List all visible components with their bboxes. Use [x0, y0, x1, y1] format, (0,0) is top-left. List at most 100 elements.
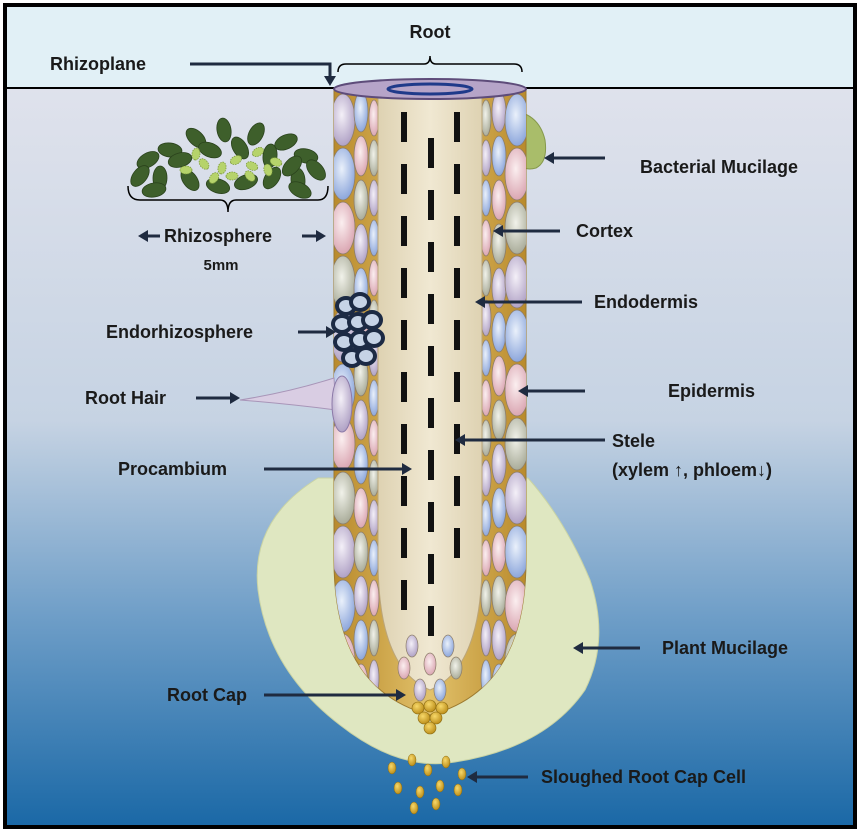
root-cap-cell	[434, 679, 446, 701]
root-cap-cell	[450, 657, 462, 679]
label-rhizosphere: Rhizosphere	[164, 226, 272, 246]
sloughed-cell	[442, 756, 450, 768]
root-cap-ball	[424, 700, 436, 712]
stele-dash	[454, 372, 460, 402]
cortex-cell	[354, 136, 368, 176]
cortex-cell	[354, 620, 368, 660]
sloughed-cell	[416, 786, 424, 798]
stele-dash	[454, 164, 460, 194]
cortex-cell	[492, 356, 506, 396]
stele-dash	[454, 268, 460, 298]
stele-dash	[454, 320, 460, 350]
cortex-cell	[354, 224, 368, 264]
label-endorhizosphere: Endorhizosphere	[106, 322, 253, 342]
stele-dash	[428, 190, 434, 220]
sloughed-cell	[432, 798, 440, 810]
sky-band	[5, 5, 855, 88]
endorhizosphere-cell	[351, 294, 369, 310]
cortex-cell	[354, 92, 368, 132]
stele-dash	[428, 346, 434, 376]
stele-dash	[454, 112, 460, 142]
sloughed-cell	[408, 754, 416, 766]
cortex-cell	[492, 488, 506, 528]
cortex-cell	[505, 148, 529, 200]
stele-dash	[401, 164, 407, 194]
label-root-hair: Root Hair	[85, 388, 166, 408]
endorhizosphere-cell	[357, 348, 375, 364]
stele-dash	[454, 476, 460, 506]
stele-dash	[401, 476, 407, 506]
stele-dash	[401, 112, 407, 142]
cortex-cell	[331, 526, 355, 578]
cortex-cell	[505, 202, 529, 254]
cortex-cell	[505, 526, 529, 578]
stele-dash	[401, 528, 407, 558]
label-cortex: Cortex	[576, 221, 633, 241]
cortex-cell	[354, 400, 368, 440]
stele-dash	[428, 502, 434, 532]
root-cap-ball	[424, 722, 436, 734]
cortex-cell	[331, 202, 355, 254]
stele-dash	[428, 606, 434, 636]
label-endodermis: Endodermis	[594, 292, 698, 312]
label-stele: Stele	[612, 431, 655, 451]
cortex-cell	[492, 620, 506, 660]
stele-dash	[401, 216, 407, 246]
cortex-cell	[492, 92, 506, 132]
stele-dash	[428, 450, 434, 480]
cortex-cell	[354, 180, 368, 220]
cortex-cell	[354, 488, 368, 528]
cortex-cell	[354, 532, 368, 572]
label-root: Root	[410, 22, 451, 42]
stele-dash	[401, 268, 407, 298]
label-plant-mucilage: Plant Mucilage	[662, 638, 788, 658]
cortex-cell	[492, 312, 506, 352]
cortex-cell	[492, 532, 506, 572]
label-rhizoplane: Rhizoplane	[50, 54, 146, 74]
cortex-cell	[505, 418, 529, 470]
cortex-cell	[331, 148, 355, 200]
cortex-cell	[492, 576, 506, 616]
stele-dash	[454, 528, 460, 558]
cortex-cell	[481, 620, 491, 656]
label-bacterial-mucilage: Bacterial Mucilage	[640, 157, 798, 177]
cortex-cell	[354, 444, 368, 484]
sloughed-cell	[388, 762, 396, 774]
label-sloughed-root-cap-cell: Sloughed Root Cap Cell	[541, 767, 746, 787]
cortex-cell	[481, 580, 491, 616]
cortex-cell	[492, 136, 506, 176]
cortex-cell	[492, 444, 506, 484]
sloughed-cell	[394, 782, 402, 794]
stele-dash	[401, 372, 407, 402]
sloughed-cell	[410, 802, 418, 814]
stele-dash	[428, 398, 434, 428]
cortex-cell	[354, 576, 368, 616]
endorhizosphere-cell	[365, 330, 383, 346]
endorhizosphere-cell	[363, 312, 381, 328]
cortex-cell	[492, 180, 506, 220]
cortex-cell	[331, 472, 355, 524]
label-epidermis: Epidermis	[668, 381, 755, 401]
root-cap-cell	[424, 653, 436, 675]
stele-dash	[401, 320, 407, 350]
sloughed-cell	[436, 780, 444, 792]
root-cap-cell	[442, 635, 454, 657]
sloughed-cell	[458, 768, 466, 780]
stele-dash	[401, 424, 407, 454]
microbe-light	[180, 166, 192, 174]
label-rhizosphere-size: 5mm	[203, 257, 238, 274]
cortex-cell	[505, 310, 529, 362]
root-hair-cell	[332, 376, 352, 432]
stele-dash	[428, 138, 434, 168]
cortex-cell	[505, 256, 529, 308]
root-top-ring	[388, 84, 472, 94]
root-cap-cell	[406, 635, 418, 657]
root-body	[331, 88, 529, 734]
stele-dash	[401, 580, 407, 610]
stele-dash	[428, 242, 434, 272]
cortex-cell	[331, 94, 355, 146]
cortex-cell	[505, 94, 529, 146]
label-procambium: Procambium	[118, 459, 227, 479]
stele-dash	[428, 294, 434, 324]
